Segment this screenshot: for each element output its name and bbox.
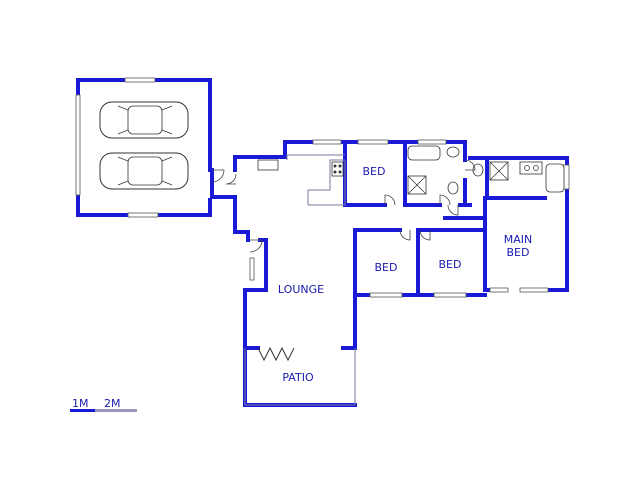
garage: [75, 77, 212, 218]
scale-segment-2: [95, 409, 137, 412]
door-icon: [225, 173, 237, 185]
sink-icon: [257, 159, 279, 171]
vanity-icon: [519, 161, 543, 175]
door-icon: [399, 229, 411, 241]
bathroom-fixtures: [407, 145, 565, 195]
windows: [249, 139, 570, 298]
door-icon: [384, 194, 396, 206]
scale-bar: 1M 2M: [70, 397, 137, 412]
door-icon: [419, 229, 431, 241]
room-label-main-bed-line2: BED: [507, 246, 530, 259]
door-icon: [464, 159, 476, 171]
car-icon: [99, 152, 189, 190]
stove-icon: [331, 161, 344, 177]
door-icon: [211, 169, 225, 183]
garage-window-top: [124, 77, 156, 83]
doors: [211, 159, 476, 253]
room-label-bed-left: BED: [375, 261, 398, 274]
room-label-bed-right: BED: [439, 258, 462, 271]
scale-label-1m: 1M: [72, 397, 89, 410]
toilet-icon: [446, 146, 460, 158]
bath-icon: [545, 163, 565, 193]
car-icon: [99, 101, 189, 139]
door-icon: [447, 204, 459, 216]
room-label-lounge: LOUNGE: [278, 283, 324, 296]
garage-door: [75, 94, 81, 196]
scale-segment-1: [70, 409, 95, 412]
garage-window-bottom: [127, 212, 159, 218]
room-label-patio: PATIO: [282, 371, 314, 384]
room-label-main-bed-line1: MAIN: [504, 233, 533, 246]
basin-icon: [447, 181, 459, 195]
garage-walls: [76, 78, 212, 217]
kitchen: [257, 154, 346, 206]
patio-outline: [244, 348, 356, 406]
room-label-bed-top: BED: [363, 165, 386, 178]
scale-label-2m: 2M: [104, 397, 121, 410]
sliding-door-icon: [257, 346, 295, 362]
bath-icon: [407, 145, 441, 161]
door-icon: [439, 194, 451, 206]
door-icon: [249, 239, 263, 253]
